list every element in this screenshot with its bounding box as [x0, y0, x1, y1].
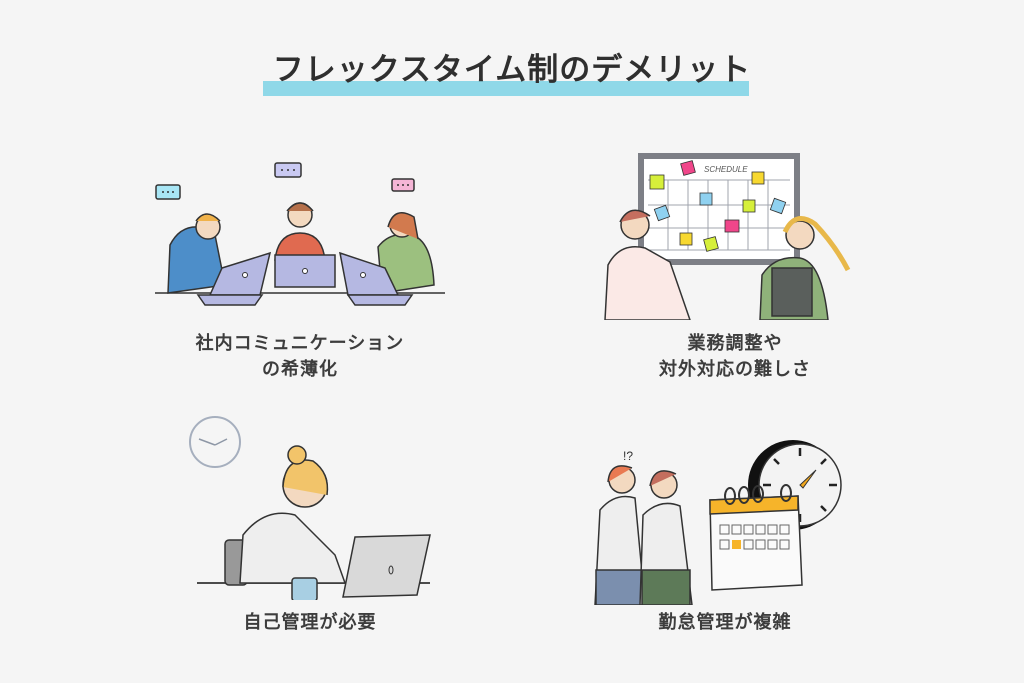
label-line-2: の希薄化 — [262, 359, 338, 380]
question-exclamation-mark: !? — [623, 449, 633, 463]
page-title: フレックスタイム制のデメリット — [272, 52, 752, 88]
speech-bubble-icon — [155, 162, 415, 200]
label-line-2: 対外対応の難しさ — [659, 359, 811, 380]
three-people-laptops-illustration — [155, 162, 445, 306]
label-line-1: 自己管理が必要 — [243, 612, 377, 633]
calendar-clock-illustration: !? — [594, 440, 842, 605]
label-line-1: 勤怠管理が複雑 — [658, 612, 792, 633]
label-attendance: 勤怠管理が複雑 — [590, 610, 860, 636]
clock-icon — [189, 416, 241, 468]
label-line-1: 業務調整や — [687, 333, 783, 354]
label-line-1: 社内コミュニケーション — [195, 333, 405, 354]
schedule-board-title: SCHEDULE — [704, 165, 748, 174]
label-self-management: 自己管理が必要 — [180, 610, 440, 636]
label-coordination: 業務調整や 対外対応の難しさ — [590, 331, 880, 383]
schedule-board-illustration: SCHEDULE — [604, 153, 851, 320]
tired-woman-illustration — [189, 416, 431, 600]
title-underline — [263, 81, 749, 96]
label-communication: 社内コミュニケーション の希薄化 — [150, 331, 450, 383]
